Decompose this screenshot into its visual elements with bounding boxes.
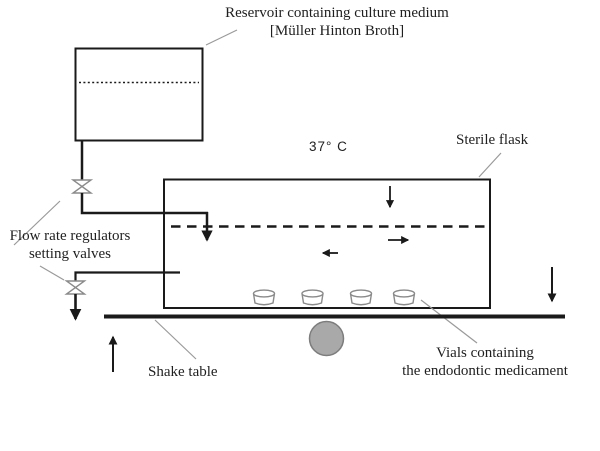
vials-label-line2: the endodontic medicament	[402, 363, 568, 379]
inlet-pipe-lower	[80, 193, 208, 215]
temperature-label: 37° C	[309, 139, 348, 154]
vials-leader-line	[420, 299, 478, 344]
reservoir-tank	[74, 47, 204, 142]
reservoir-label-line1: Reservoir containing culture medium	[225, 5, 449, 21]
flow-regulators-label-line2: setting valves	[28, 246, 112, 262]
reservoir-label: Reservoir containing culture medium [Mül…	[204, 4, 470, 40]
shake-table-label: Shake table	[148, 364, 218, 380]
upper-valve-leader-line	[13, 200, 61, 246]
flow-valve-upper	[70, 179, 94, 194]
vial	[252, 289, 276, 306]
shaker-wheel	[308, 320, 345, 357]
vial	[392, 289, 416, 306]
flow-valve-lower	[64, 280, 87, 295]
vial	[301, 289, 324, 306]
sterile-flask-body	[163, 178, 491, 309]
reservoir-label-line2: [Müller Hinton Broth]	[269, 23, 405, 39]
flow-regulators-label: Flow rate regulators setting valves	[0, 227, 140, 263]
vials-group	[252, 289, 416, 306]
vial	[349, 289, 373, 306]
shake-table-leader-line	[154, 319, 197, 360]
reservoir-leader-line	[205, 29, 238, 46]
sterile-flask-leader-line	[478, 152, 502, 178]
vials-label-line1: Vials containing	[436, 345, 534, 361]
sterile-flask-label: Sterile flask	[456, 132, 529, 148]
lower-valve-leader-line	[39, 265, 65, 281]
vials-label: Vials containing the endodontic medicame…	[383, 344, 587, 380]
outlet-pipe	[74, 271, 180, 281]
flow-regulators-label-line1: Flow rate regulators	[9, 228, 131, 244]
